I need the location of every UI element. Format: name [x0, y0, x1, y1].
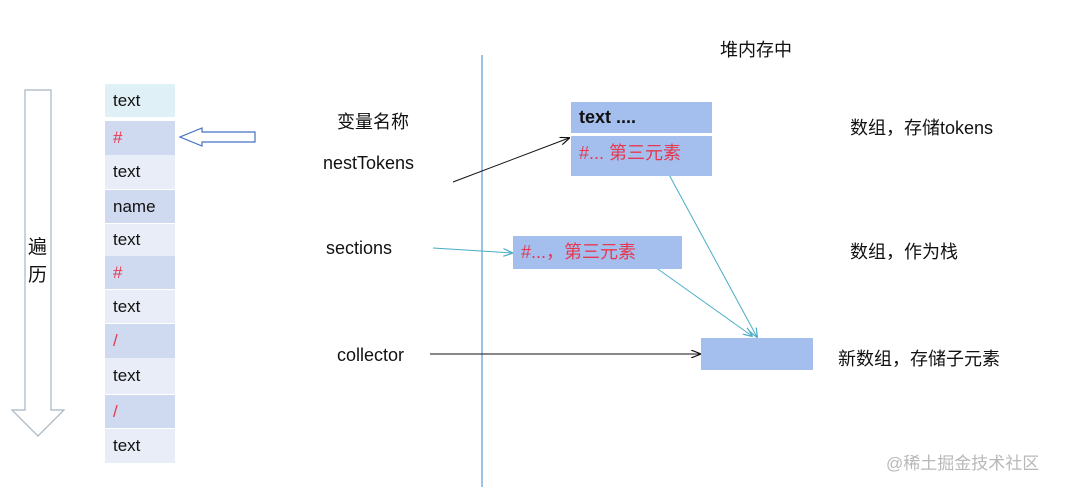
- box2-to-collector-arrow: [647, 261, 752, 336]
- token-item: text: [105, 84, 175, 117]
- traverse-label-char-2: 历: [28, 265, 48, 286]
- traverse-down-arrow: [10, 89, 66, 437]
- box1-to-collector-arrow: [659, 157, 757, 337]
- var-nesttokens-label: nestTokens: [323, 153, 415, 173]
- desc-new-array: 新数组，存储子元素: [838, 349, 1000, 369]
- token-item: text: [105, 358, 175, 394]
- desc-stack-array: 数组，作为栈: [850, 242, 958, 262]
- nesttokens-pointer-arrow: [452, 138, 569, 183]
- token-item: text: [105, 224, 175, 256]
- watermark: @稀土掘金技术社区: [886, 454, 1040, 473]
- sections-pointer-arrow: [432, 247, 512, 253]
- token-item: text: [105, 155, 175, 189]
- var-collector-label: collector: [337, 345, 405, 365]
- heap-box-sections: #...，第三元素: [513, 236, 682, 269]
- token-item: /: [105, 324, 175, 358]
- variables-header: 变量名称: [337, 112, 409, 132]
- heap-box-nesttokens-first: text ....: [571, 102, 712, 133]
- token-item: text: [105, 290, 175, 323]
- token-item: /: [105, 395, 175, 428]
- token-item: #: [105, 256, 175, 289]
- desc-tokens-array: 数组，存储tokens: [850, 118, 994, 138]
- traverse-label-char-1: 遍: [28, 237, 48, 258]
- token-item: text: [105, 429, 175, 463]
- token-item: #: [105, 121, 175, 155]
- token-item: name: [105, 190, 175, 223]
- var-sections-label: sections: [326, 238, 393, 258]
- heap-box-nesttokens-second: #... 第三元素: [571, 136, 712, 176]
- heap-header: 堆内存中: [720, 40, 792, 60]
- heap-box-collector: [701, 338, 813, 370]
- current-token-pointer-icon: [178, 127, 256, 147]
